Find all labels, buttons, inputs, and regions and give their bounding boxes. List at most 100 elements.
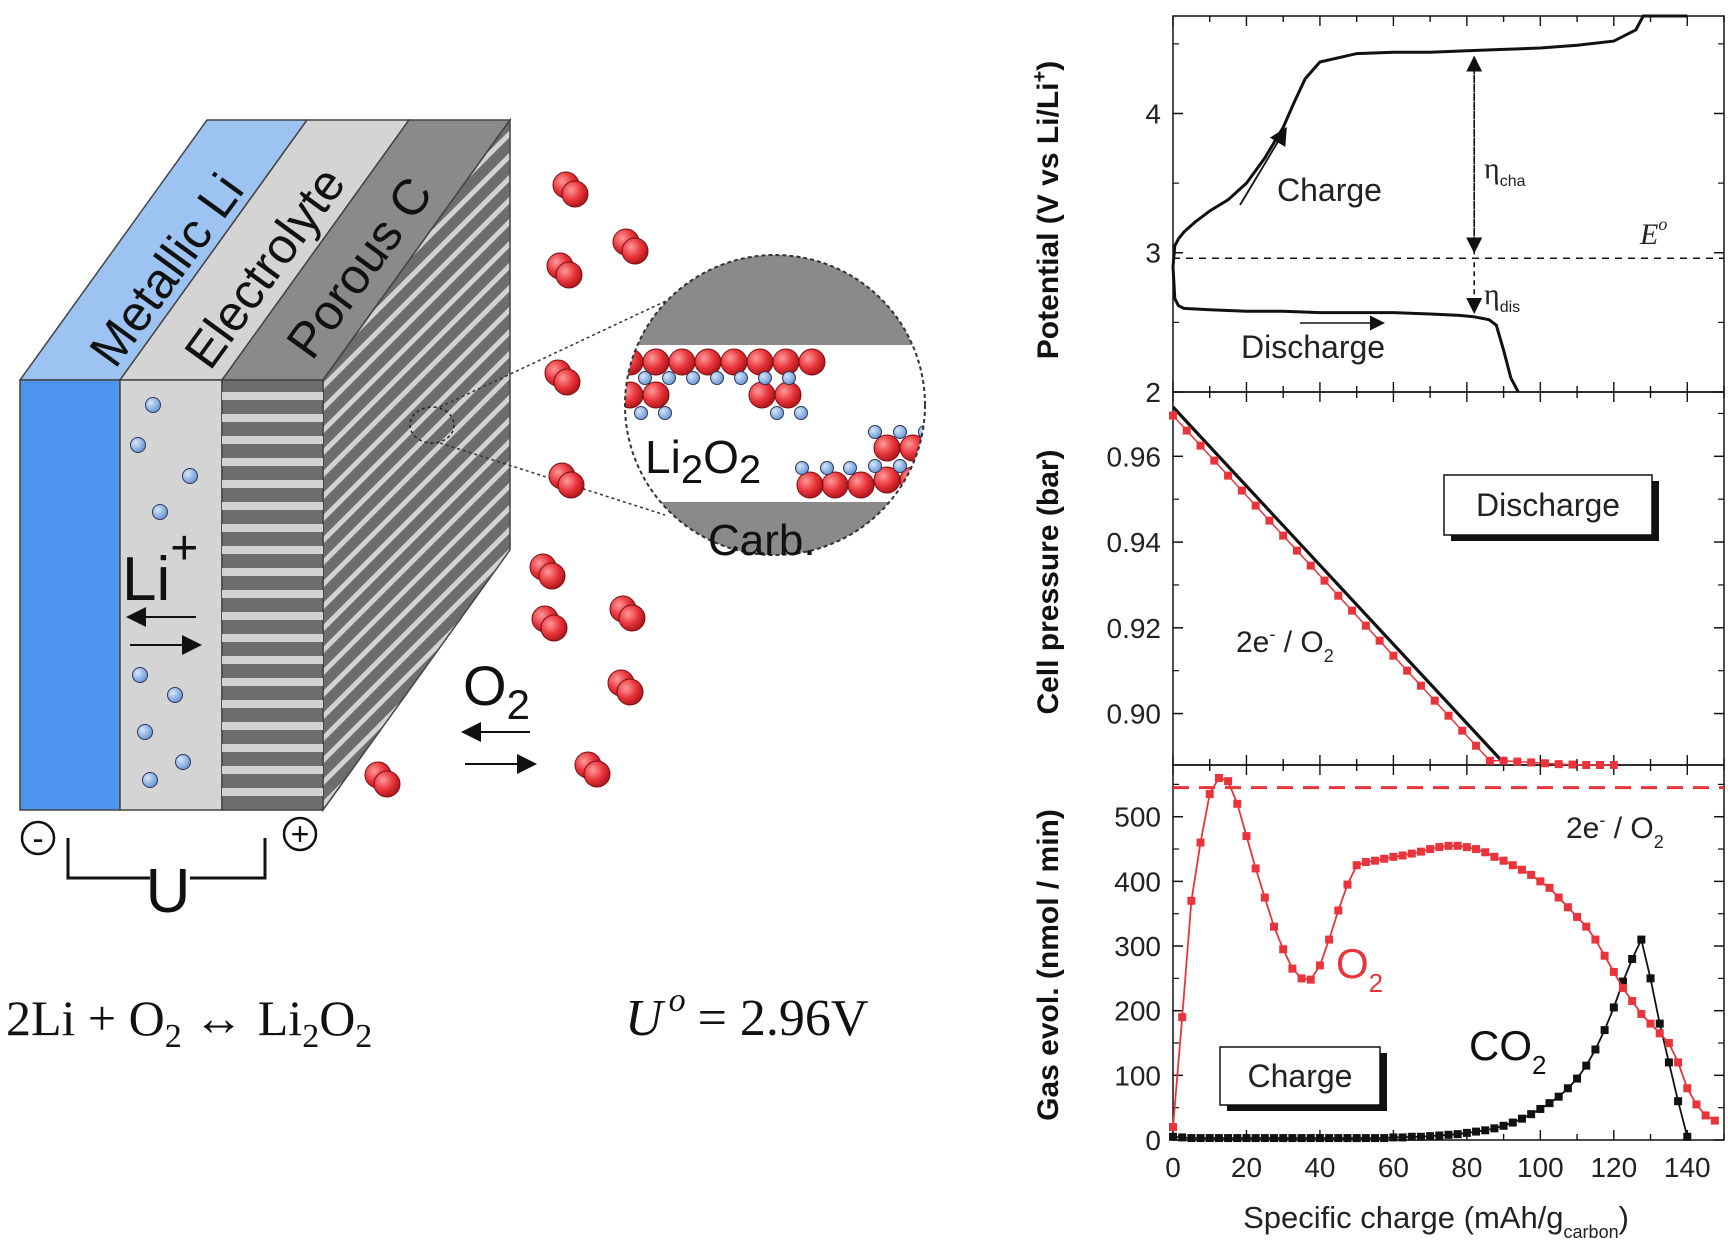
y-tick-label: 300 [1114,931,1161,962]
pressure-marker [1196,441,1205,450]
o2-marker [1435,843,1444,852]
front-stripe [222,524,323,532]
o2-marker [1306,975,1315,984]
standard-potential-super: o [669,982,686,1019]
potential-ylabel-close: ) [1032,61,1065,71]
o2-marker [1178,1013,1187,1022]
co2-marker [1563,1084,1572,1093]
gas-xlabel: Specific charge (mAh/gcarbon) [1243,1200,1629,1242]
plot-layer [1169,14,1724,1143]
o2-marker [1573,912,1582,921]
o2-marker [1453,841,1462,850]
o-atom [373,770,401,798]
eta-cha-sub: cha [1500,173,1526,190]
co2-series-label: CO2 [1469,1022,1546,1080]
li2o2-o-atom [774,381,802,409]
charge-legend-text: Charge [1248,1058,1353,1094]
pressure-marker [1348,606,1357,615]
y-tick-label: 200 [1114,996,1161,1027]
co2-marker [1527,1110,1536,1119]
e0-super: o [1658,214,1667,234]
eta-cha-label: ηcha [1484,152,1526,190]
co2-marker [1407,1132,1416,1141]
y-tick-label: 0.94 [1107,527,1162,558]
discharge-curve [1171,266,1520,393]
li2o2-o-atom [873,434,901,462]
circuit-label: U [146,857,191,926]
o2-marker [1343,880,1352,889]
o2-marker [1554,893,1563,902]
co2-marker [1205,1134,1214,1143]
y-tick-label: 0.96 [1107,441,1162,472]
front-stripe [222,634,323,642]
pressure-marker [1182,426,1191,435]
x-tick-label: 20 [1231,1152,1262,1183]
co2-marker [1674,1097,1683,1106]
potential-ylabel-main: Potential (V vs Li/Li [1032,82,1065,359]
co2-marker [1361,1134,1370,1143]
co2-marker [1389,1133,1398,1142]
li2o2-o-atom [772,348,800,376]
co2-marker [1472,1127,1481,1136]
o2-marker [1545,883,1554,892]
pressure-marker [1527,758,1536,767]
pressure-marker [1403,666,1412,675]
o2-marker [1646,1019,1655,1028]
co2-marker [1242,1134,1251,1143]
co2-marker [1169,1132,1177,1141]
co2-marker [1224,1134,1233,1143]
li2o2-o-atom [625,348,644,376]
pressure-fit-line [1171,405,1505,764]
pressure-marker [1210,456,1219,465]
o2-marker [1371,856,1380,865]
li-ion-dot [175,754,191,770]
co2-marker [1426,1132,1435,1141]
li2o2-li-atom [782,371,796,385]
li2o2-li-atom [794,406,808,420]
y-tick-label: 0.90 [1107,699,1162,730]
o2-marker [1701,1111,1710,1120]
co2-marker [1380,1134,1389,1143]
o2-marker [1398,851,1407,860]
li-ion-label-base: Li [122,545,170,614]
circuit-wire [66,838,150,880]
pressure-marker [1458,726,1467,735]
co2-marker [1306,1134,1315,1143]
li-ion-dot [142,772,158,788]
gas-reference-mid: / O [1605,812,1653,845]
o-atom [618,604,646,632]
y-tick-label: 500 [1114,802,1161,833]
o2-marker [1499,856,1508,865]
carbon-wall-top [625,255,925,345]
pressure-marker [1430,696,1439,705]
eta-dis-label: ηdis [1484,278,1520,316]
li2o2-li-atom [638,371,652,385]
o2-marker [1334,906,1343,915]
eta-cha-symbol: η [1484,152,1500,185]
co2-marker [1233,1134,1242,1143]
co2-marker [1453,1130,1462,1139]
pressure-annotation: 2e- / O2 [1236,624,1334,666]
gas-xlabel-close: ) [1619,1200,1629,1235]
o2-marker [1224,777,1233,786]
o2-marker [1251,864,1260,873]
pressure-marker [1568,760,1577,769]
pressure-marker [1472,741,1481,750]
li2o2-o-atom [668,348,696,376]
co2-marker [1481,1126,1490,1135]
gas-xlabel-sub: carbon [1564,1222,1619,1242]
co2-series-name: CO [1469,1022,1532,1069]
li2o2-o-atom [642,348,670,376]
li2o2-particles [625,348,925,499]
front-stripe [222,788,323,796]
reaction-text: 2Li + O2↔Li2O2 [6,990,372,1055]
pressure-marker [1169,411,1177,420]
carbon-label: Carb. [708,516,816,565]
x-tick-label: 80 [1451,1152,1482,1183]
co2-marker [1628,954,1637,963]
lithium-front-face [19,379,121,811]
pressure-marker [1389,651,1398,660]
front-stripe [222,568,323,576]
co2-marker [1398,1133,1407,1142]
li-ion-dot [137,724,153,740]
